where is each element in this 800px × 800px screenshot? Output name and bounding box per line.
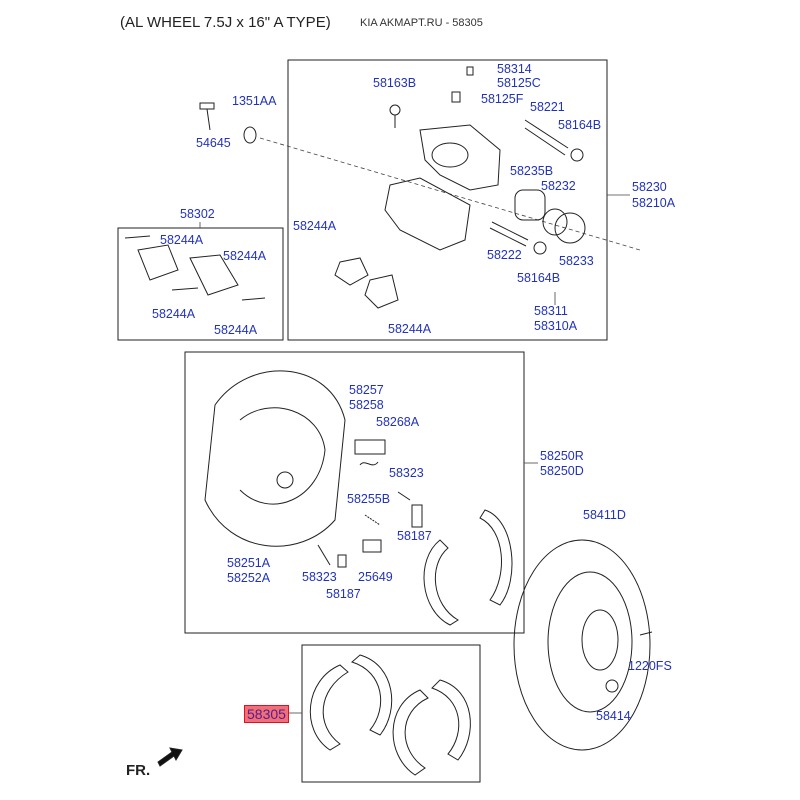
- watermark: KIA AKMAPT.RU - 58305: [360, 17, 483, 29]
- front-direction-label: FR.: [126, 762, 151, 779]
- part-label[interactable]: 54645: [196, 136, 231, 150]
- part-label[interactable]: 1351AA: [232, 94, 277, 108]
- part-label[interactable]: 58250D: [540, 464, 584, 478]
- part-label[interactable]: 58302: [180, 207, 215, 221]
- brake-shoes-58305: [309, 654, 471, 776]
- part-label[interactable]: 58244A: [388, 322, 432, 336]
- brake-disc: [513, 539, 653, 751]
- page-title: (AL WHEEL 7.5J x 16" A TYPE): [120, 14, 331, 31]
- part-label[interactable]: 58230: [632, 180, 667, 194]
- part-label[interactable]: 25649: [358, 570, 393, 584]
- part-label[interactable]: 58244A: [214, 323, 258, 337]
- part-label[interactable]: 58233: [559, 254, 594, 268]
- part-label[interactable]: 1220FS: [628, 659, 672, 673]
- shoe-group-box: [301, 644, 481, 783]
- part-label[interactable]: 58414: [596, 709, 631, 723]
- part-label[interactable]: 58232: [541, 179, 576, 193]
- part-label[interactable]: 58310A: [534, 319, 578, 333]
- part-label[interactable]: 58250R: [540, 449, 584, 463]
- caliper-body: [334, 66, 586, 309]
- front-arrow-icon: [157, 747, 183, 767]
- part-label[interactable]: 58411D: [583, 508, 626, 522]
- part-label[interactable]: 58251A: [227, 556, 271, 570]
- parking-shoes-upper: [423, 509, 513, 626]
- part-label[interactable]: 58314: [497, 62, 532, 76]
- part-label[interactable]: 58244A: [223, 249, 267, 263]
- part-label[interactable]: 58164B: [558, 118, 602, 132]
- backing-plate: [204, 370, 346, 547]
- part-label[interactable]: 58125C: [497, 76, 541, 90]
- part-label[interactable]: 58163B: [373, 76, 417, 90]
- backing-plate-group-box: [184, 351, 525, 634]
- part-label[interactable]: 58268A: [376, 415, 420, 429]
- hardware: [317, 439, 423, 568]
- bolt-54645: [199, 102, 257, 144]
- part-label[interactable]: 58244A: [293, 219, 337, 233]
- part-label[interactable]: 58125F: [481, 92, 524, 106]
- part-label[interactable]: 58210A: [632, 196, 676, 210]
- part-label[interactable]: 58258: [349, 398, 384, 412]
- part-label[interactable]: 58323: [389, 466, 424, 480]
- highlighted-part-label[interactable]: 58305: [244, 705, 289, 723]
- part-label[interactable]: 58244A: [160, 233, 204, 247]
- part-label[interactable]: 58164B: [517, 271, 561, 285]
- brake-pads: [124, 235, 266, 301]
- part-label[interactable]: 58257: [349, 383, 384, 397]
- part-label[interactable]: 58222: [487, 248, 522, 262]
- part-label[interactable]: 58252A: [227, 571, 271, 585]
- part-label[interactable]: 58255B: [347, 492, 391, 506]
- part-label[interactable]: 58187: [397, 529, 432, 543]
- part-label[interactable]: 58187: [326, 587, 361, 601]
- part-label[interactable]: 58323: [302, 570, 337, 584]
- part-label[interactable]: 58311: [534, 304, 568, 318]
- part-label[interactable]: 58244A: [152, 307, 196, 321]
- part-label[interactable]: 58221: [530, 100, 565, 114]
- pad-group-box: [117, 227, 284, 341]
- part-label[interactable]: 58235B: [510, 164, 554, 178]
- leader-lines: [199, 137, 641, 714]
- caliper-group-box: [287, 59, 608, 341]
